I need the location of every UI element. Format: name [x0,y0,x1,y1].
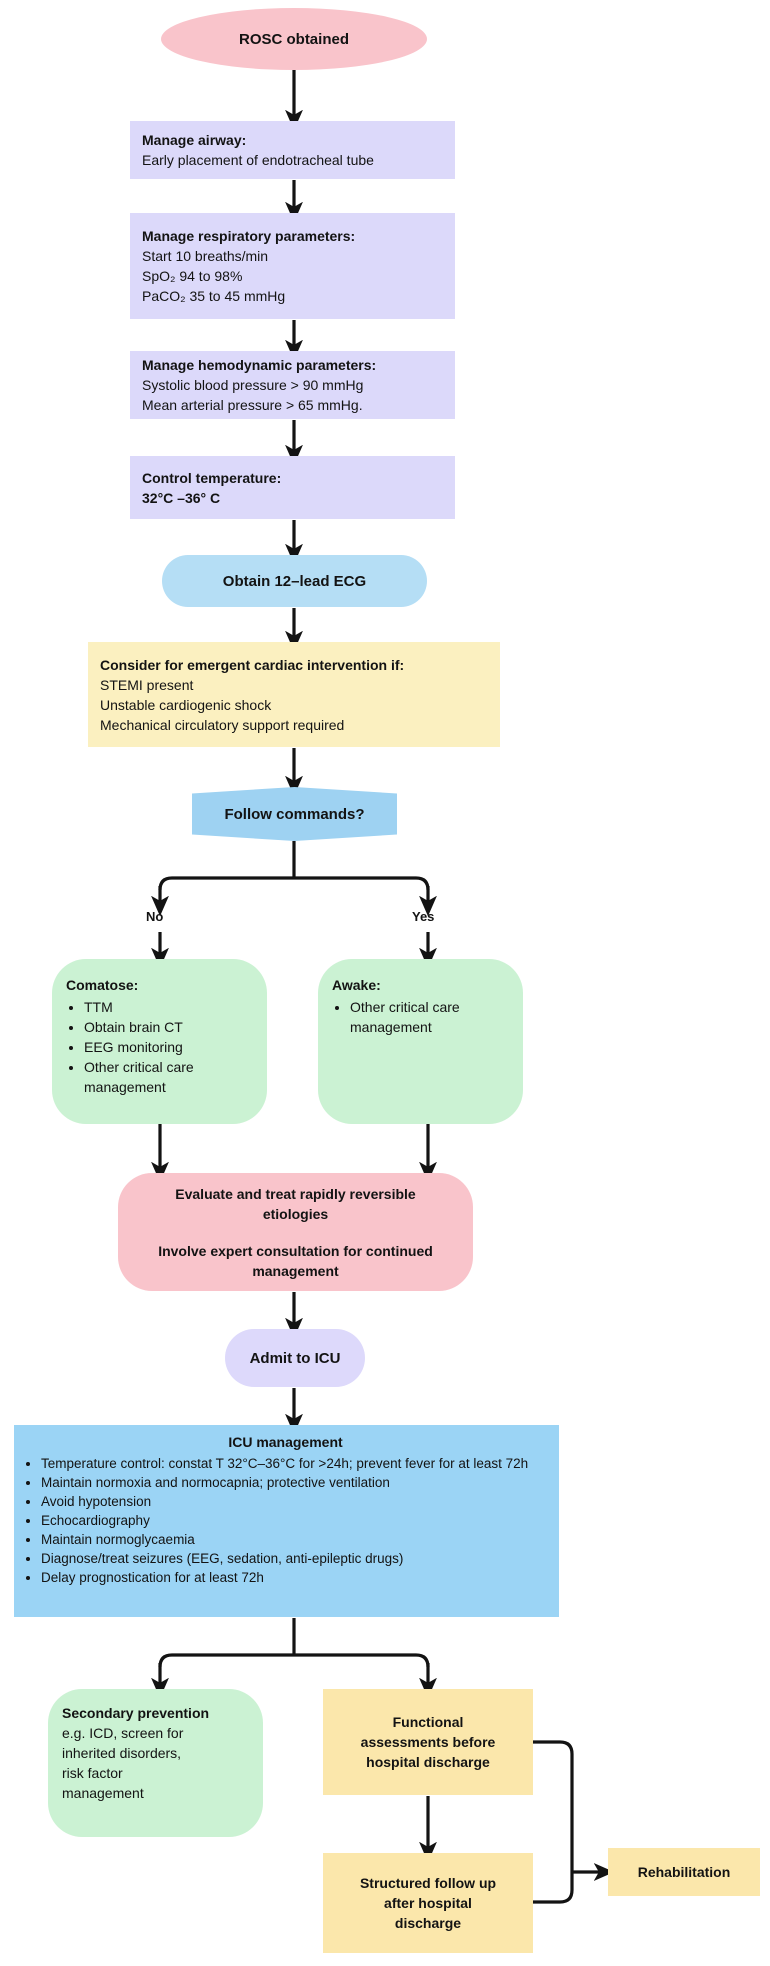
node-manage-airway[interactable]: Manage airway: Early placement of endotr… [130,121,455,179]
evaluate-line-4: Involve expert consultation for continue… [158,1242,433,1259]
awake-heading: Awake: [332,977,381,993]
list-item: Temperature control: constat T 32°C–36°C… [41,1454,549,1473]
list-item: Diagnose/treat seizures (EEG, sedation, … [41,1549,549,1568]
manage-hemodynamic-line-2: Mean arterial pressure > 65 mmHg. [142,397,363,413]
cardiac-intervention-line-3: Mechanical circulatory support required [100,716,345,733]
node-evaluate-and-treat[interactable]: Evaluate and treat rapidly reversible et… [118,1173,473,1291]
list-item: EEG monitoring [84,1037,255,1057]
functional-assessments-line-2: assessments before [360,1734,496,1750]
functional-assessments-line-1: Functional [392,1714,464,1730]
functional-assessments-line-3: hospital discharge [366,1754,490,1770]
secondary-prevention-heading: Secondary prevention [62,1705,210,1721]
evaluate-line-5: management [252,1262,339,1279]
admit-to-icu-label: Admit to ICU [249,1349,341,1367]
node-icu-management[interactable]: ICU management Temperature control: cons… [14,1425,559,1617]
manage-airway-line-1: Early placement of endotracheal tube [142,152,374,168]
list-item: Obtain brain CT [84,1017,255,1037]
structured-followup-line-2: after hospital [384,1895,472,1911]
structured-followup-line-3: discharge [394,1915,462,1931]
node-awake[interactable]: Awake: Other critical care management [318,959,523,1124]
list-item: Avoid hypotension [41,1492,549,1511]
node-manage-respiratory[interactable]: Manage respiratory parameters: Start 10 … [130,213,455,319]
list-item: Other critical care management [84,1057,255,1097]
awake-bullet-list: Other critical care management [332,997,511,1037]
list-item: Echocardiography [41,1511,549,1530]
node-manage-hemodynamic[interactable]: Manage hemodynamic parameters: Systolic … [130,351,455,419]
evaluate-line-2: etiologies [262,1205,329,1222]
manage-airway-heading: Manage airway: [142,132,247,148]
rehabilitation-label: Rehabilitation [637,1864,731,1880]
manage-respiratory-line-3: PaCO₂ 35 to 45 mmHg [142,288,286,304]
cardiac-intervention-heading: Consider for emergent cardiac interventi… [100,656,405,673]
control-temperature-heading: Control temperature: [142,469,282,486]
secondary-prevention-line-1: e.g. ICD, screen for [62,1725,184,1741]
cardiac-intervention-line-1: STEMI present [100,676,194,693]
obtain-ecg-label: Obtain 12–lead ECG [222,572,367,590]
cardiac-intervention-line-2: Unstable cardiogenic shock [100,696,272,713]
manage-respiratory-line-2: SpO₂ 94 to 98% [142,268,243,284]
evaluate-line-1: Evaluate and treat rapidly reversible [175,1185,416,1202]
node-rosc-obtained[interactable]: ROSC obtained [161,8,427,70]
manage-hemodynamic-heading: Manage hemodynamic parameters: [142,357,377,373]
icu-management-bullet-list: Temperature control: constat T 32°C–36°C… [22,1454,549,1587]
node-structured-followup[interactable]: Structured follow up after hospital disc… [323,1853,533,1953]
node-admit-to-icu[interactable]: Admit to ICU [225,1329,365,1387]
secondary-prevention-line-3: risk factor [62,1765,123,1781]
icu-management-heading: ICU management [228,1434,343,1450]
branch-label-no: No [146,909,164,924]
manage-hemodynamic-line-1: Systolic blood pressure > 90 mmHg [142,377,364,393]
node-secondary-prevention[interactable]: Secondary prevention e.g. ICD, screen fo… [48,1689,263,1837]
node-control-temperature[interactable]: Control temperature: 32°C –36° C [130,456,455,519]
secondary-prevention-line-2: inherited disorders, [62,1745,182,1761]
list-item: Other critical care management [350,997,511,1037]
node-rehabilitation[interactable]: Rehabilitation [608,1848,760,1896]
structured-followup-line-1: Structured follow up [359,1875,497,1891]
list-item: Maintain normoxia and normocapnia; prote… [41,1473,549,1492]
list-item: TTM [84,997,255,1017]
comatose-bullet-list: TTM Obtain brain CT EEG monitoring Other… [66,997,255,1097]
node-functional-assessments[interactable]: Functional assessments before hospital d… [323,1689,533,1795]
node-comatose[interactable]: Comatose: TTM Obtain brain CT EEG monito… [52,959,267,1124]
node-obtain-ecg[interactable]: Obtain 12–lead ECG [162,555,427,607]
list-item: Maintain normoglycaemia [41,1530,549,1549]
node-cardiac-intervention[interactable]: Consider for emergent cardiac interventi… [88,642,500,747]
node-follow-commands-decision[interactable]: Follow commands? [192,787,397,841]
list-item: Delay prognostication for at least 72h [41,1568,549,1587]
follow-commands-label: Follow commands? [224,805,365,823]
manage-respiratory-line-1: Start 10 breaths/min [142,248,269,264]
branch-label-yes: Yes [412,909,435,924]
node-rosc-label: ROSC obtained [238,30,349,48]
comatose-heading: Comatose: [66,977,139,993]
secondary-prevention-line-4: management [62,1785,144,1801]
manage-respiratory-heading: Manage respiratory parameters: [142,228,356,244]
control-temperature-line-1: 32°C –36° C [142,489,221,506]
